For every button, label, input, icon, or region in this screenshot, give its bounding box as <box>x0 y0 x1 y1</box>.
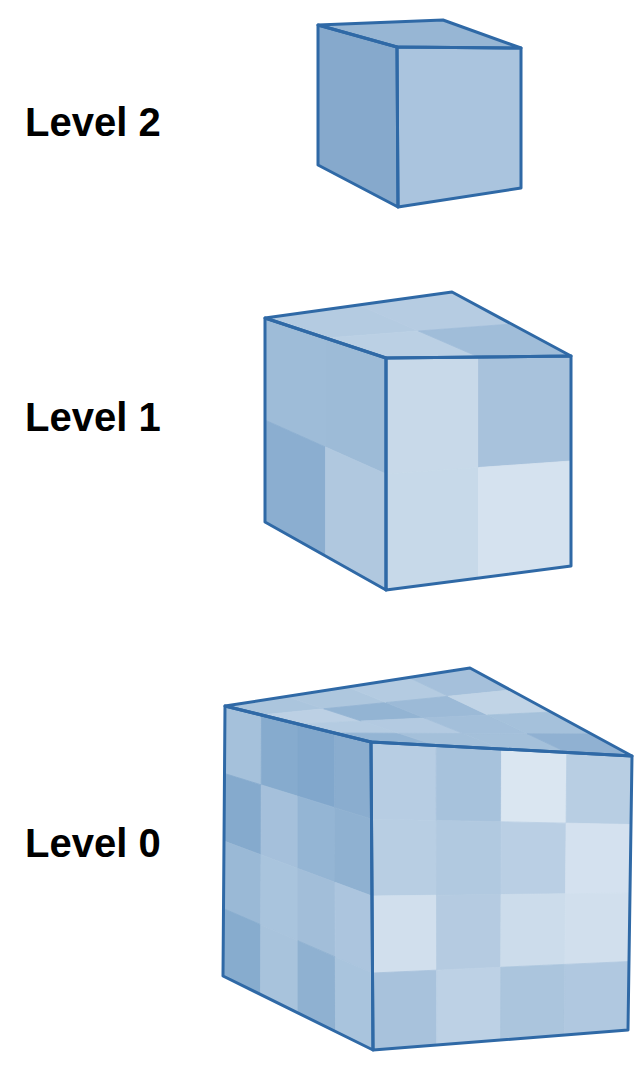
cube <box>223 668 632 1050</box>
cube-cell <box>564 962 629 1036</box>
level-label: Level 0 <box>25 819 161 867</box>
cube-cell <box>386 357 479 474</box>
cube-cell <box>372 819 437 896</box>
cube-cell <box>419 324 572 357</box>
cube-edge <box>318 20 521 48</box>
cube-cell <box>298 941 336 1032</box>
cube-cell <box>318 25 398 207</box>
cube-cell <box>371 742 436 820</box>
cube-cell <box>437 895 502 971</box>
cube-cell <box>225 706 262 785</box>
cube <box>318 20 521 207</box>
cube-cell <box>335 808 372 896</box>
cube-edge <box>386 356 571 590</box>
cube-cell <box>479 461 572 578</box>
cube-edge <box>223 706 373 1050</box>
cube-cell <box>436 820 501 895</box>
cube-cell <box>265 420 326 556</box>
cube <box>265 292 571 590</box>
cube-cell <box>335 733 372 819</box>
cube-cell <box>386 468 479 591</box>
cube-cell <box>261 925 299 1013</box>
cube-cell <box>501 894 566 968</box>
cube-cell <box>223 909 261 995</box>
cube-edge <box>225 668 632 756</box>
cube-cell <box>479 356 572 468</box>
cube-cell <box>436 746 501 822</box>
cube-cell <box>372 895 437 973</box>
cube-cell <box>261 785 298 869</box>
cube-cell <box>298 724 335 808</box>
cube-edge <box>265 318 386 590</box>
cube-cell <box>397 47 521 207</box>
cube-cell <box>501 822 566 895</box>
cube-cell <box>261 715 298 796</box>
level-label: Level 1 <box>25 393 161 441</box>
cube-cell <box>298 796 335 882</box>
cube-cell <box>566 753 632 825</box>
cube-cell <box>566 823 632 894</box>
cube-cell <box>437 967 501 1045</box>
cube-edge <box>397 47 521 207</box>
cube-cell <box>501 964 565 1040</box>
cube-cell <box>335 957 373 1050</box>
cube-cell <box>501 749 567 823</box>
cube-cell <box>224 774 261 855</box>
cube-cell <box>565 893 630 964</box>
cube-edge <box>265 292 571 358</box>
cube-cell <box>326 447 387 590</box>
level-label: Level 2 <box>25 98 161 146</box>
cube-cell <box>488 712 592 734</box>
cube-cell <box>318 20 521 48</box>
cube-cell <box>373 970 437 1050</box>
cube-edge <box>371 742 632 1050</box>
cube-edge <box>318 25 398 207</box>
